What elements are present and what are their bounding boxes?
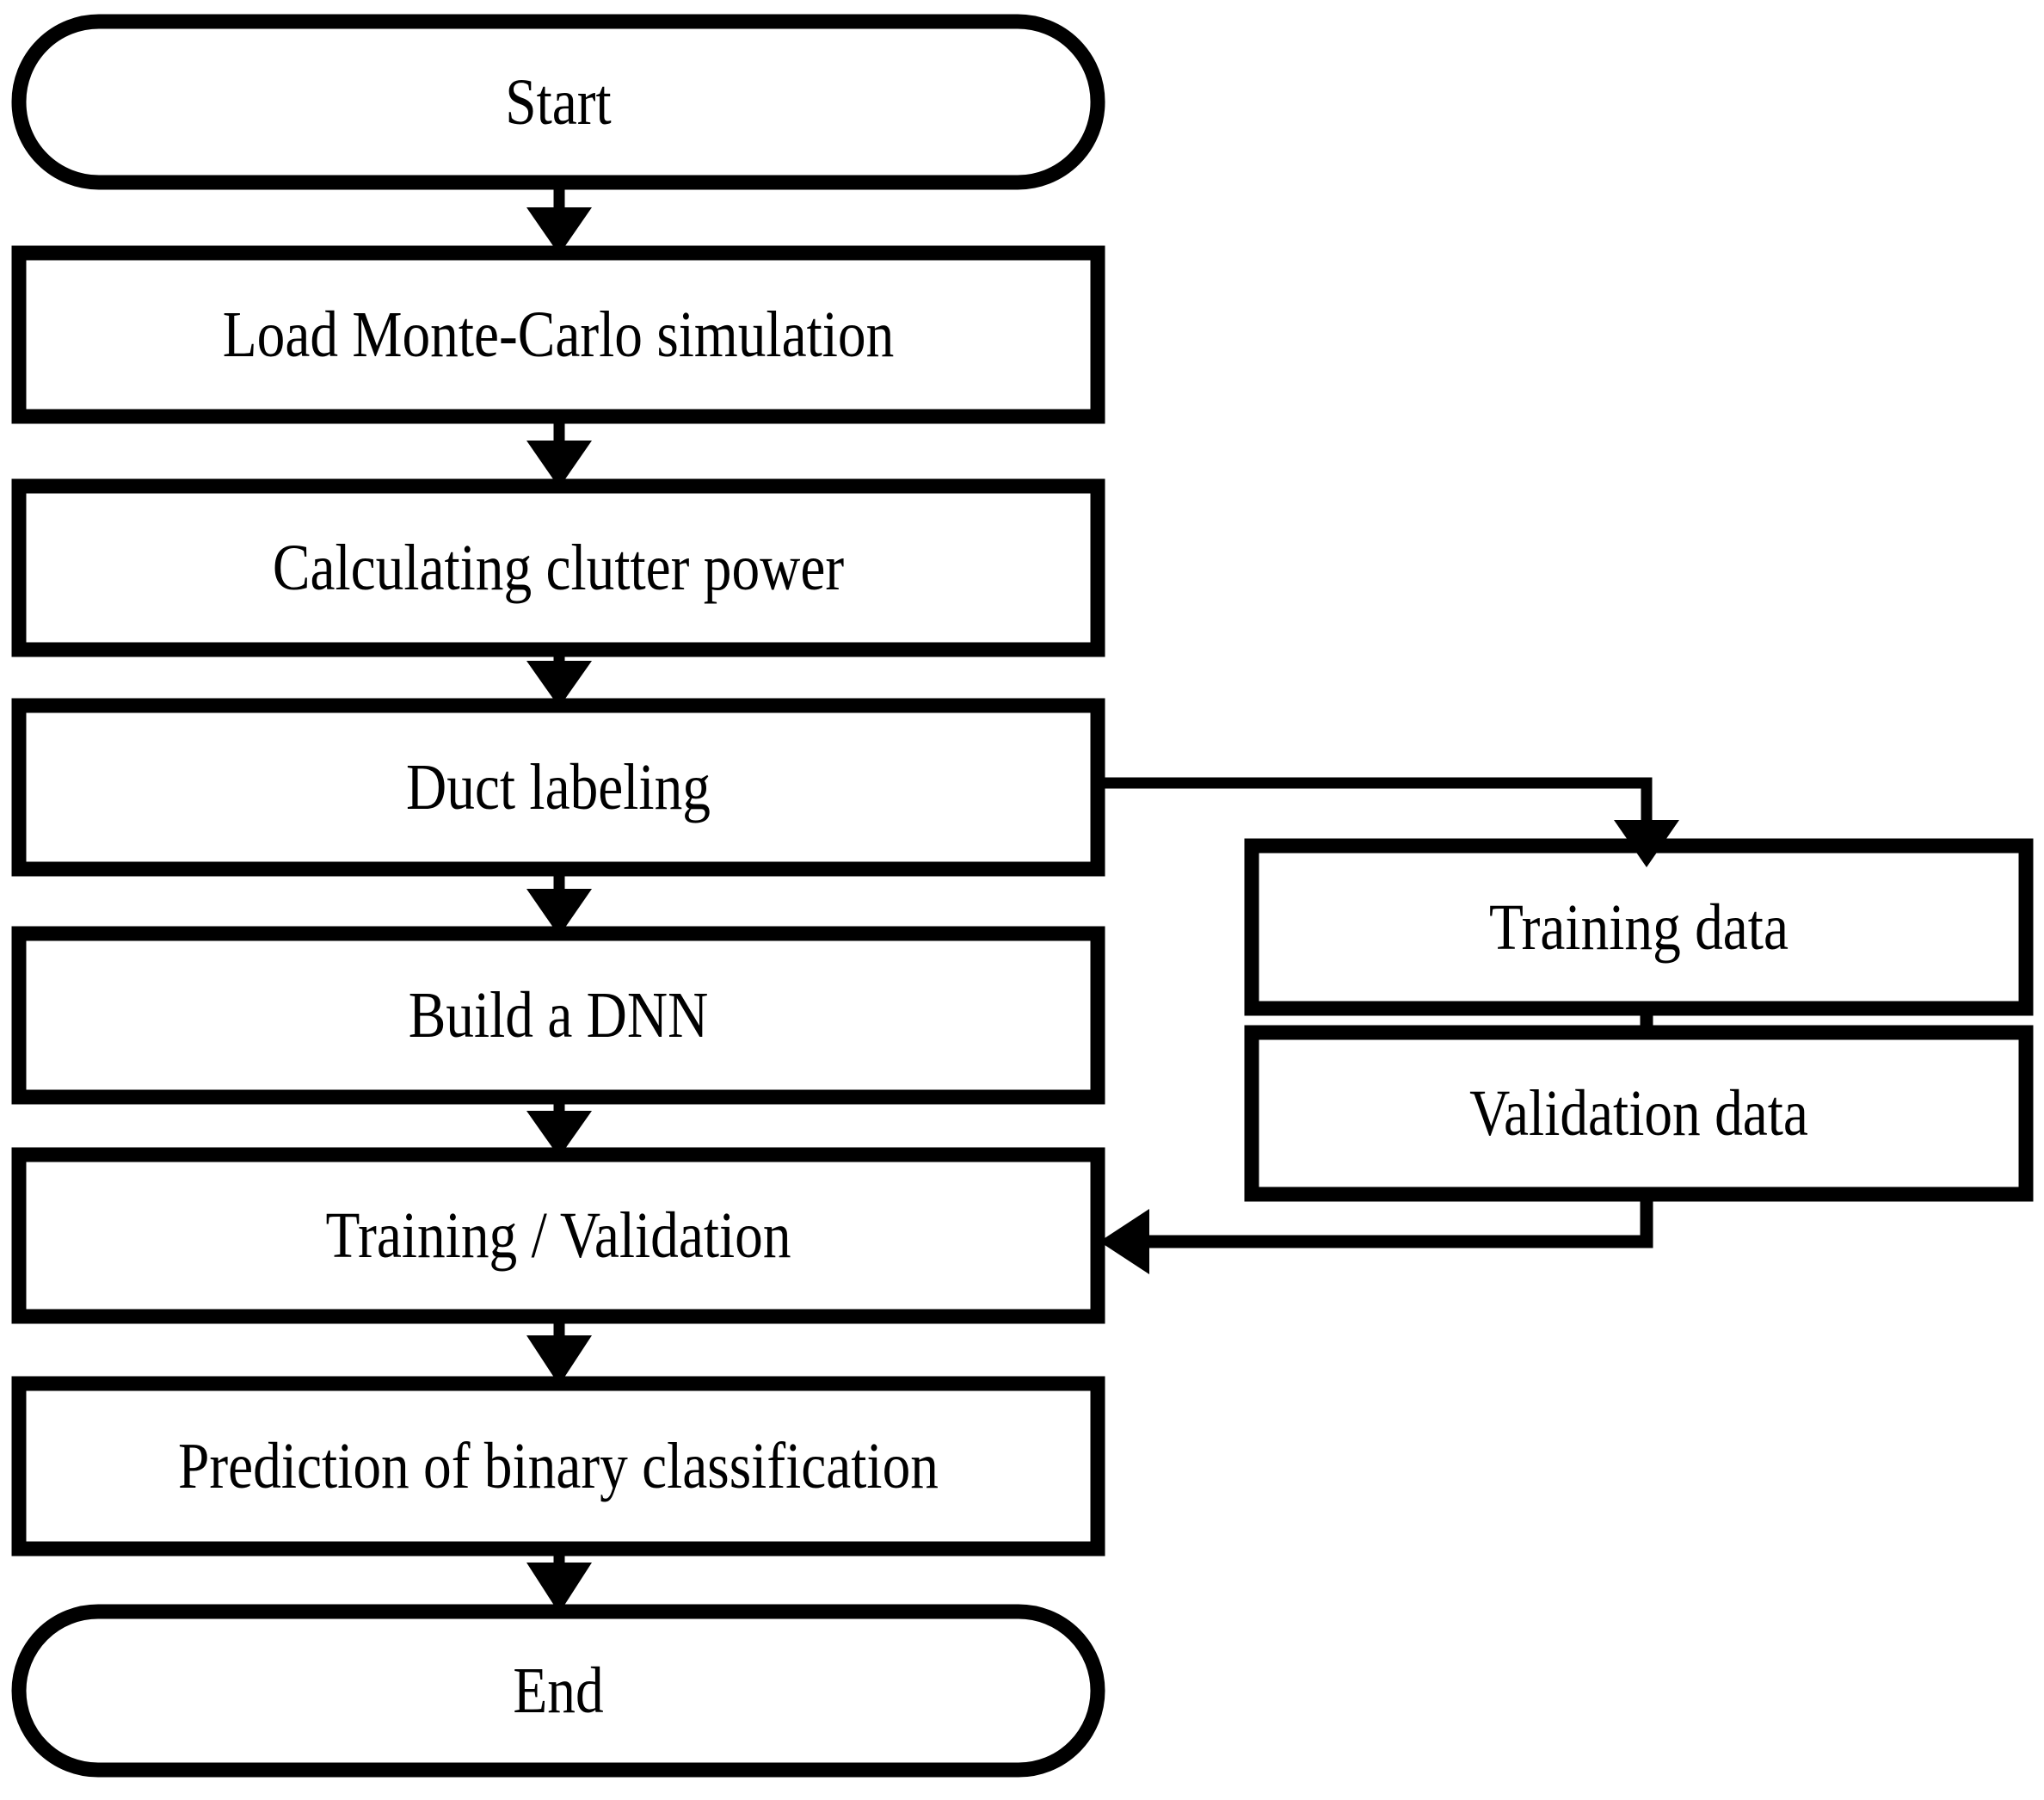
node-shape-prediction-binary-classification[interactable] <box>11 1376 1105 1557</box>
node-shapes <box>11 14 2034 1778</box>
edges <box>526 182 1679 1613</box>
node-shape-duct-labeling[interactable] <box>11 698 1105 877</box>
node-shape-load-monte-carlo[interactable] <box>11 245 1105 424</box>
edge-clutter-to-duct <box>526 650 592 707</box>
edge-duct-to-training-data <box>1098 777 1679 867</box>
edge-validation-data-to-trainval <box>1099 1194 1653 1274</box>
edge-dnn-to-trainval <box>526 1097 592 1157</box>
edge-load-to-clutter <box>526 416 592 488</box>
node-shape-build-a-dnn[interactable] <box>11 926 1105 1105</box>
edge-start-to-load <box>526 182 592 255</box>
node-shape-start[interactable] <box>11 14 1105 190</box>
node-shape-training-data[interactable] <box>1244 838 2034 1016</box>
edge-trainval-to-prediction <box>526 1316 592 1385</box>
node-shape-calculating-clutter-power[interactable] <box>11 478 1105 657</box>
node-shape-end[interactable] <box>11 1604 1105 1778</box>
node-shape-validation-data[interactable] <box>1244 1025 2034 1202</box>
edge-prediction-to-end <box>526 1549 592 1613</box>
edge-duct-to-dnn <box>526 869 592 936</box>
node-shape-training-validation[interactable] <box>11 1147 1105 1324</box>
